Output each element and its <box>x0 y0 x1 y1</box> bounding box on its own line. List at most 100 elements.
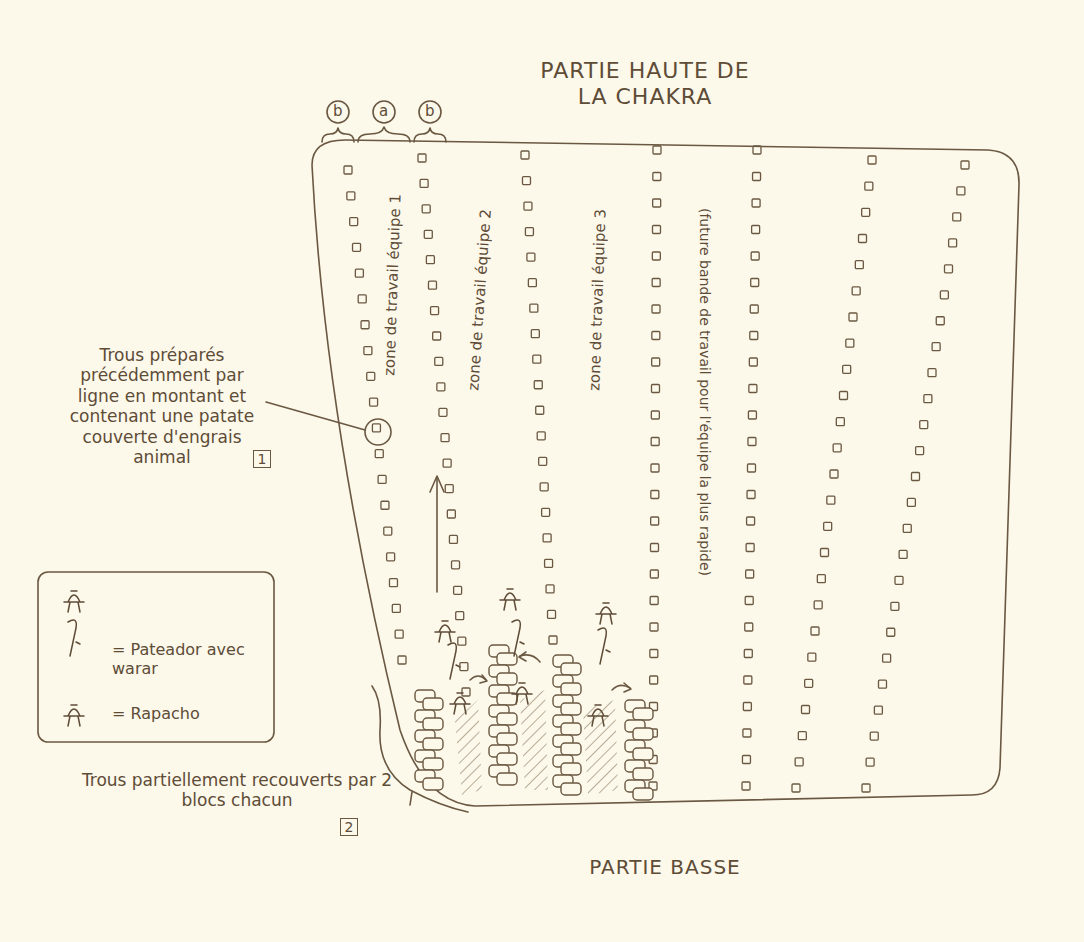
hole <box>530 304 538 312</box>
hole <box>748 411 756 419</box>
column-letter: b <box>425 102 435 120</box>
earth-block <box>561 743 581 755</box>
hole <box>525 228 533 236</box>
earth-block <box>423 778 443 790</box>
hole <box>957 187 965 195</box>
hole <box>907 498 915 506</box>
hole <box>805 679 813 687</box>
zone-label: zone de travail équipe 3 <box>587 209 608 391</box>
hole <box>824 522 832 530</box>
hole <box>539 457 547 465</box>
hole <box>753 146 761 154</box>
hole <box>651 491 659 499</box>
hole <box>843 365 851 373</box>
hole <box>903 524 911 532</box>
hole <box>745 623 753 631</box>
rapacho-symbol <box>512 683 532 704</box>
hole <box>452 561 460 569</box>
hole <box>395 630 403 638</box>
hole <box>862 784 870 792</box>
hole <box>460 663 468 671</box>
hole <box>652 332 660 340</box>
hole <box>961 161 969 169</box>
earth-block <box>497 673 517 685</box>
hole <box>370 398 378 406</box>
hole <box>949 239 957 247</box>
earth-block <box>497 733 517 745</box>
hole <box>521 151 529 159</box>
hole <box>744 650 752 658</box>
hatched-zone <box>520 690 548 790</box>
hole <box>652 252 660 260</box>
hole <box>378 475 386 483</box>
hole <box>753 173 761 181</box>
hole <box>833 444 841 452</box>
hole <box>387 553 395 561</box>
hole <box>743 703 751 711</box>
hole <box>527 253 535 261</box>
hole <box>458 637 466 645</box>
hole <box>811 627 819 635</box>
hole <box>866 758 874 766</box>
hole <box>852 287 860 295</box>
hole <box>817 575 825 583</box>
brace <box>414 128 446 142</box>
hole <box>431 307 439 315</box>
hole <box>862 208 870 216</box>
earth-block <box>633 708 653 720</box>
hole <box>651 544 659 552</box>
hole <box>932 343 940 351</box>
hole <box>653 199 661 207</box>
hole <box>652 305 660 313</box>
hole <box>751 279 759 287</box>
hole <box>744 676 752 684</box>
bracket <box>372 686 468 812</box>
hole <box>542 508 550 516</box>
hole <box>528 279 536 287</box>
hole <box>745 597 753 605</box>
warar-tool <box>448 643 460 679</box>
hole <box>749 358 757 366</box>
hole <box>827 496 835 504</box>
hole <box>546 585 554 593</box>
hole <box>750 332 758 340</box>
hole <box>870 732 878 740</box>
hole <box>533 355 541 363</box>
zone-label: zone de travail équipe 1 <box>382 194 403 376</box>
hatched-zone <box>455 700 482 795</box>
hole <box>653 173 661 181</box>
hole <box>895 576 903 584</box>
hole <box>748 464 756 472</box>
hole <box>548 610 556 618</box>
hole <box>426 256 434 264</box>
hole <box>449 535 457 543</box>
hole <box>945 265 953 273</box>
legend-text: = Rapacho <box>112 704 262 723</box>
hole <box>355 269 363 277</box>
hole <box>868 156 876 164</box>
hole <box>418 154 426 162</box>
brace <box>358 127 410 142</box>
hole <box>750 305 758 313</box>
hole <box>747 491 755 499</box>
hole <box>651 464 659 472</box>
earth-block <box>423 698 443 710</box>
hole <box>802 706 810 714</box>
hole <box>747 517 755 525</box>
earth-block <box>423 718 443 730</box>
hole <box>428 281 436 289</box>
hole <box>545 559 553 567</box>
hole <box>398 656 406 664</box>
work-arrow <box>480 675 487 683</box>
zone-label: (future bande de travail pour l'équipe l… <box>698 208 712 576</box>
leader-line <box>266 402 365 430</box>
hole <box>531 330 539 338</box>
hatched-zone <box>583 700 618 795</box>
hole <box>653 226 661 234</box>
letter-circle <box>327 101 349 123</box>
hole <box>358 295 366 303</box>
hole <box>846 339 854 347</box>
note-text: Trous partiellement recouverts par 2 blo… <box>72 770 402 811</box>
rapacho-symbol <box>500 589 520 610</box>
